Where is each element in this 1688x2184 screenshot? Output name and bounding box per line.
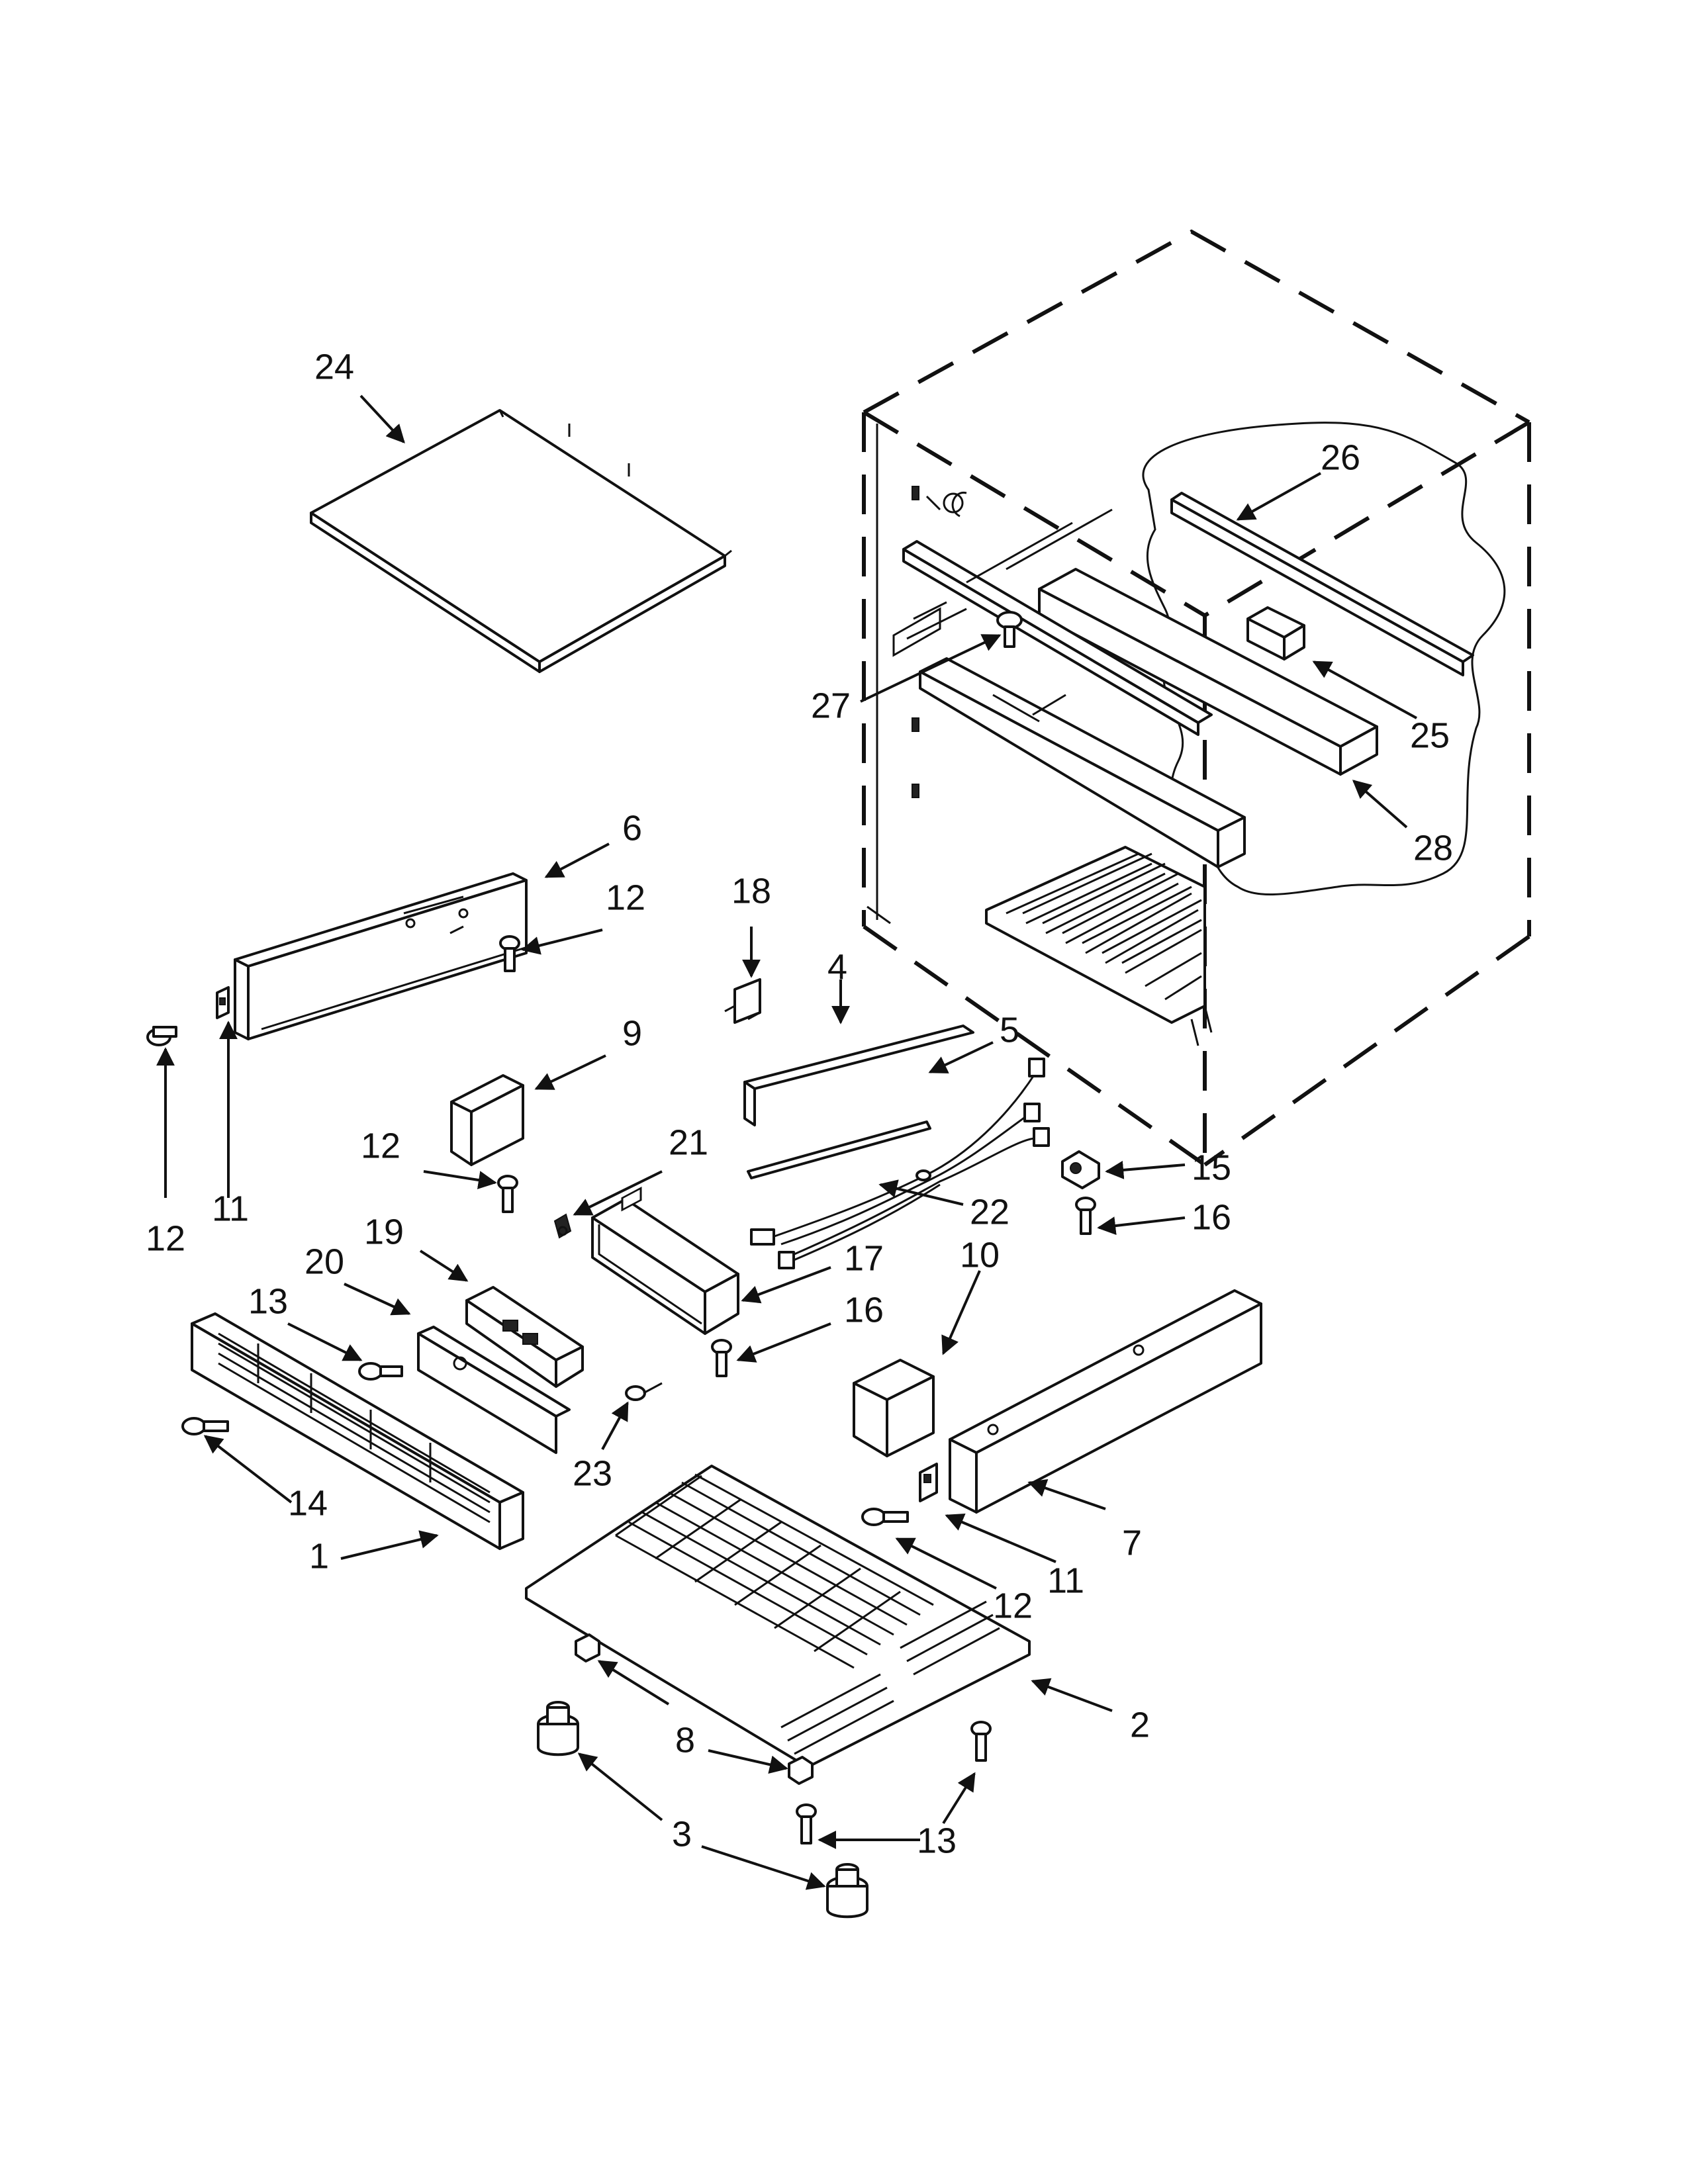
leveling-foot-part-3-a bbox=[537, 1701, 579, 1756]
callout-14: 14 bbox=[288, 1483, 328, 1523]
grommet-part-23 bbox=[625, 1382, 663, 1401]
clip-part-21 bbox=[553, 1213, 572, 1239]
leveling-foot-part-3-b bbox=[826, 1863, 868, 1919]
bracket-part-11-right bbox=[919, 1463, 938, 1502]
callout-11-b: 11 bbox=[1047, 1561, 1084, 1600]
cabinet-slots bbox=[867, 424, 919, 925]
screw-part-12-d bbox=[861, 1508, 909, 1526]
callout-12-c: 12 bbox=[146, 1218, 185, 1258]
callout-6: 6 bbox=[622, 808, 642, 848]
clamp-part-15 bbox=[1061, 1150, 1100, 1189]
block-part-25 bbox=[1246, 606, 1305, 660]
base-pan-vents bbox=[621, 1187, 642, 1212]
base-pan-part-2 bbox=[525, 1187, 1031, 1768]
bracket-part-10 bbox=[853, 1359, 935, 1457]
front-grille-part-1 bbox=[191, 1312, 524, 1550]
callout-21: 21 bbox=[669, 1122, 708, 1162]
screw-part-16-b bbox=[1075, 1197, 1096, 1235]
callout-23: 23 bbox=[573, 1453, 612, 1493]
leader-arrows bbox=[156, 394, 1417, 1890]
condenser-grille bbox=[985, 846, 1213, 1046]
callout-12-b: 12 bbox=[361, 1126, 400, 1165]
callout-4: 4 bbox=[827, 947, 847, 987]
internal-frame bbox=[892, 492, 1246, 868]
clip-part-18 bbox=[724, 978, 761, 1024]
callout-7: 7 bbox=[1122, 1523, 1142, 1563]
callout-16-a: 16 bbox=[1192, 1197, 1231, 1237]
channel-part-28 bbox=[1038, 568, 1378, 776]
callout-20: 20 bbox=[305, 1242, 344, 1281]
callout-22: 22 bbox=[970, 1192, 1009, 1232]
callout-25: 25 bbox=[1410, 715, 1450, 755]
callout-labels: 24 26 27 25 28 6 12 18 4 5 9 12 11 12 21… bbox=[146, 347, 1453, 1860]
callout-19: 19 bbox=[364, 1212, 404, 1251]
callout-9: 9 bbox=[622, 1013, 642, 1053]
callout-24: 24 bbox=[314, 347, 354, 387]
screw-part-27 bbox=[996, 611, 1023, 648]
callout-15: 15 bbox=[1192, 1148, 1231, 1187]
bracket-part-9 bbox=[450, 1074, 524, 1166]
callout-16-b: 16 bbox=[844, 1290, 884, 1330]
callout-18: 18 bbox=[731, 871, 771, 911]
screw-part-12-a bbox=[499, 935, 520, 972]
top-rail-part-26 bbox=[1170, 492, 1474, 676]
callout-28: 28 bbox=[1413, 828, 1453, 868]
screw-part-12-b bbox=[146, 1026, 177, 1046]
callout-10: 10 bbox=[960, 1235, 1000, 1275]
cabinet-outline bbox=[862, 229, 1531, 1167]
top-panel-part-24 bbox=[310, 409, 732, 673]
screw-part-13-a bbox=[358, 1362, 403, 1381]
callout-5: 5 bbox=[1000, 1010, 1019, 1050]
control-box-part-17 bbox=[591, 1198, 739, 1335]
screw-part-12-c bbox=[497, 1175, 518, 1213]
callout-26: 26 bbox=[1321, 437, 1360, 477]
screw-part-14 bbox=[181, 1417, 229, 1435]
left-rail-part-6 bbox=[234, 872, 530, 1040]
callout-13-a: 13 bbox=[248, 1281, 288, 1321]
screw-part-16-a bbox=[711, 1339, 732, 1377]
callout-12-a: 12 bbox=[606, 878, 645, 917]
screw-part-13-b bbox=[970, 1721, 992, 1762]
clip-part-8-a bbox=[575, 1633, 600, 1662]
control-board-part-19 bbox=[465, 1286, 584, 1388]
callout-1: 1 bbox=[309, 1536, 329, 1576]
callout-3: 3 bbox=[672, 1814, 692, 1854]
callout-11-a: 11 bbox=[212, 1189, 249, 1228]
callout-27: 27 bbox=[811, 686, 851, 725]
callout-13-b: 13 bbox=[917, 1821, 957, 1860]
callout-8: 8 bbox=[675, 1720, 695, 1760]
clip-part-8-b bbox=[788, 1756, 814, 1785]
callout-17: 17 bbox=[844, 1238, 884, 1278]
cover-plate-part-20 bbox=[417, 1326, 571, 1454]
callout-2: 2 bbox=[1130, 1705, 1150, 1745]
callout-12-d: 12 bbox=[993, 1586, 1033, 1625]
bracket-part-11-left bbox=[216, 986, 230, 1019]
screw-part-13-c bbox=[796, 1803, 817, 1844]
strip-part-4 bbox=[743, 1024, 974, 1179]
right-rail-part-7 bbox=[949, 1289, 1262, 1514]
